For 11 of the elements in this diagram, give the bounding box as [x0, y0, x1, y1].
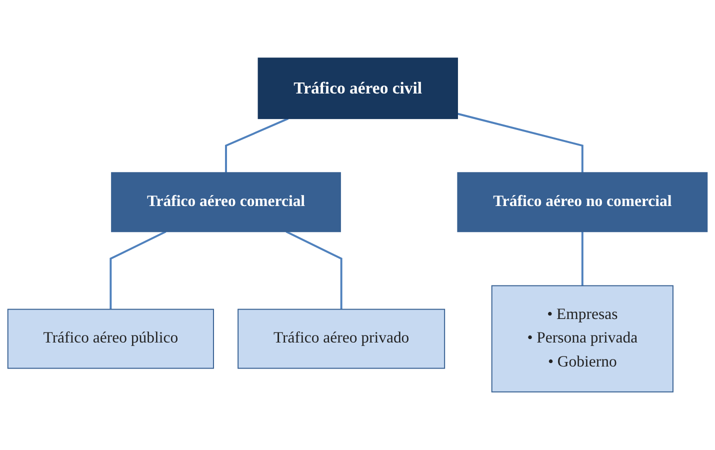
- connector: [110, 230, 166, 310]
- node-box: Tráfico aéreo público: [7, 308, 214, 369]
- node-box: Tráfico aéreo comercial: [111, 172, 341, 232]
- connector: [457, 112, 584, 173]
- connector: [225, 118, 289, 173]
- node-box: Tráfico aéreo civil: [258, 58, 458, 120]
- node-box: • Empresas • Persona privada • Gobierno: [491, 285, 674, 392]
- connector: [581, 232, 584, 286]
- node-box: Tráfico aéreo privado: [238, 308, 446, 369]
- node-box: Tráfico aéreo no comercial: [457, 172, 708, 232]
- connector: [286, 230, 342, 310]
